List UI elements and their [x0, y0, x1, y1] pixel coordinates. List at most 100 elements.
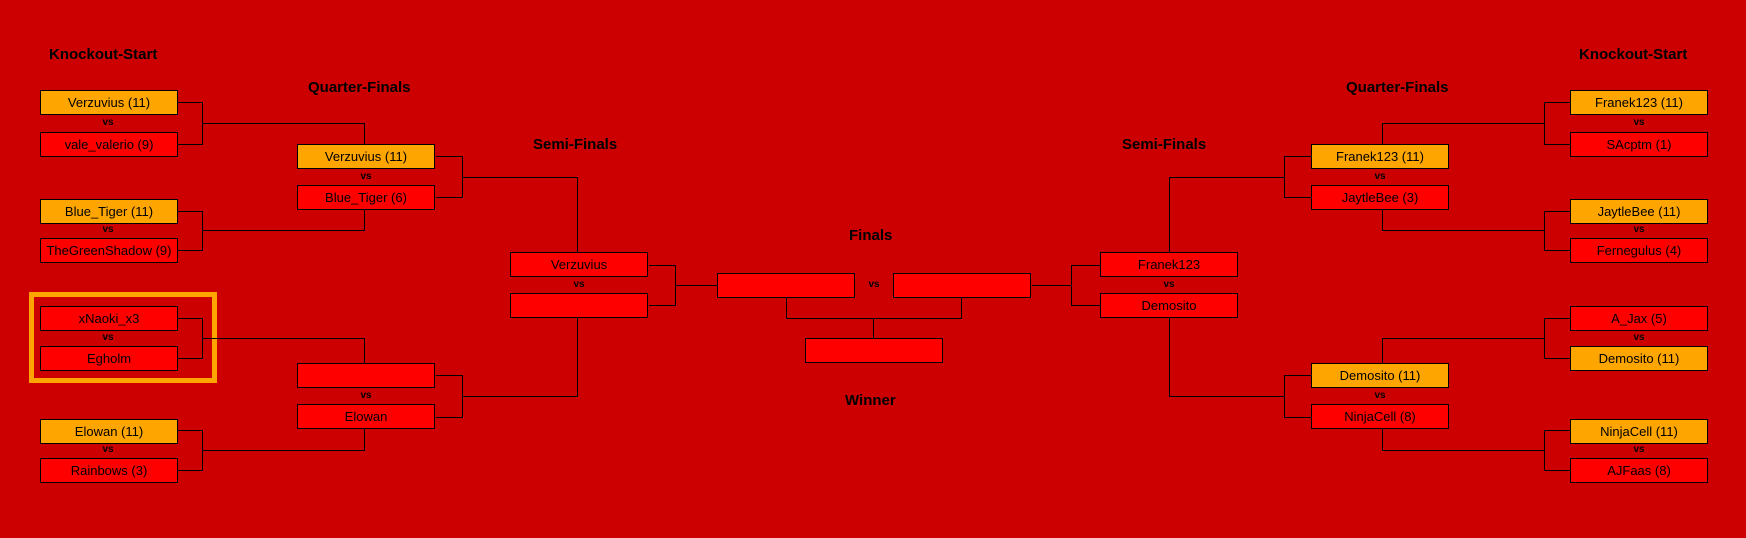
connector-line: [177, 470, 203, 471]
slot-qf-left-2[interactable]: Blue_Tiger (6): [297, 185, 435, 210]
connector-line: [577, 177, 578, 253]
connector-line: [873, 318, 874, 339]
slot-sf-right-2[interactable]: Demosito: [1100, 293, 1238, 318]
slot-final-right[interactable]: [893, 273, 1031, 298]
slot-ko-right-2[interactable]: SAcptm (1): [1570, 132, 1708, 157]
slot-label: xNaoki_x3: [78, 311, 140, 326]
connector-line: [1544, 358, 1570, 359]
slot-label: Blue_Tiger (6): [325, 190, 407, 205]
slot-ko-left-4[interactable]: TheGreenShadow (9): [40, 238, 178, 263]
connector-line: [1071, 265, 1072, 306]
connector-line: [1382, 123, 1383, 145]
slot-ko-left-2[interactable]: vale_valerio (9): [40, 132, 178, 157]
slot-qf-right-2[interactable]: JaytleBee (3): [1311, 185, 1449, 210]
slot-winner[interactable]: [805, 338, 943, 363]
heading-knockout-start-left: Knockout-Start: [49, 46, 158, 63]
connector-line: [786, 318, 962, 319]
connector-line: [1284, 375, 1285, 418]
slot-ko-left-6[interactable]: Egholm: [40, 346, 178, 371]
slot-sf-right-1[interactable]: Franek123: [1100, 252, 1238, 277]
connector-line: [364, 123, 365, 145]
slot-ko-right-7[interactable]: NinjaCell (11): [1570, 419, 1708, 444]
slot-ko-left-5[interactable]: xNaoki_x3: [40, 306, 178, 331]
connector-line: [577, 318, 578, 397]
connector-line: [1382, 429, 1383, 451]
vs-label: vs: [1633, 444, 1645, 455]
connector-line: [1544, 211, 1570, 212]
connector-line: [1382, 123, 1545, 124]
slot-label: Rainbows (3): [70, 463, 148, 478]
connector-line: [177, 102, 203, 103]
slot-label: Franek123 (11): [1336, 149, 1424, 164]
slot-ko-left-7[interactable]: Elowan (11): [40, 419, 178, 444]
connector-line: [1382, 450, 1545, 451]
heading-knockout-start-right: Knockout-Start: [1579, 46, 1688, 63]
vs-label: vs: [1633, 332, 1645, 343]
slot-ko-right-5[interactable]: A_Jax (5): [1570, 306, 1708, 331]
connector-line: [177, 318, 203, 319]
vs-label: vs: [360, 390, 372, 401]
connector-line: [436, 417, 463, 418]
slot-final-left[interactable]: [717, 273, 855, 298]
connector-line: [462, 396, 578, 397]
slot-label: Franek123 (11): [1595, 95, 1683, 110]
slot-label: Demosito: [1141, 298, 1197, 313]
slot-qf-left-3[interactable]: [297, 363, 435, 388]
connector-line: [177, 144, 203, 145]
heading-winner: Winner: [845, 392, 896, 409]
slot-ko-right-3[interactable]: JaytleBee (11): [1570, 199, 1708, 224]
connector-line: [177, 430, 203, 431]
connector-line: [1169, 396, 1285, 397]
connector-line: [1071, 305, 1100, 306]
connector-line: [1382, 338, 1383, 364]
connector-line: [1544, 211, 1545, 251]
slot-ko-left-3[interactable]: Blue_Tiger (11): [40, 199, 178, 224]
slot-qf-right-4[interactable]: NinjaCell (8): [1311, 404, 1449, 429]
slot-ko-right-8[interactable]: AJFaas (8): [1570, 458, 1708, 483]
slot-qf-right-3[interactable]: Demosito (11): [1311, 363, 1449, 388]
connector-line: [202, 450, 365, 451]
slot-sf-left-2[interactable]: [510, 293, 648, 318]
slot-ko-right-6[interactable]: Demosito (11): [1570, 346, 1708, 371]
slot-label: Elowan (11): [74, 424, 144, 439]
slot-label: Verzuvius: [550, 257, 608, 272]
connector-line: [1544, 318, 1570, 319]
vs-label: vs: [1374, 390, 1386, 401]
slot-label: JaytleBee (3): [1341, 190, 1419, 205]
slot-ko-left-8[interactable]: Rainbows (3): [40, 458, 178, 483]
vs-label: vs: [102, 332, 114, 343]
slot-qf-left-4[interactable]: Elowan: [297, 404, 435, 429]
slot-label: Verzuvius (11): [324, 149, 408, 164]
connector-line: [1169, 318, 1170, 397]
connector-line: [177, 250, 203, 251]
connector-line: [202, 211, 203, 251]
connector-line: [1382, 210, 1383, 231]
connector-line: [436, 197, 463, 198]
connector-line: [436, 375, 463, 376]
slot-qf-left-1[interactable]: Verzuvius (11): [297, 144, 435, 169]
connector-line: [1544, 144, 1570, 145]
connector-line: [649, 265, 676, 266]
connector-line: [1284, 156, 1285, 198]
connector-line: [202, 230, 365, 231]
connector-line: [436, 156, 463, 157]
slot-ko-right-1[interactable]: Franek123 (11): [1570, 90, 1708, 115]
slot-label: vale_valerio (9): [64, 137, 154, 152]
slot-qf-right-1[interactable]: Franek123 (11): [1311, 144, 1449, 169]
slot-label: Verzuvius (11): [67, 95, 151, 110]
connector-line: [1284, 417, 1311, 418]
slot-label: Egholm: [86, 351, 132, 366]
connector-line: [1544, 318, 1545, 359]
slot-ko-left-1[interactable]: Verzuvius (11): [40, 90, 178, 115]
slot-label: Demosito (11): [1598, 351, 1680, 366]
slot-label: Demosito (11): [1339, 368, 1421, 383]
vs-label: vs: [360, 171, 372, 182]
slot-sf-left-1[interactable]: Verzuvius: [510, 252, 648, 277]
slot-label: SAcptm (1): [1606, 137, 1672, 152]
vs-label: vs: [1633, 117, 1645, 128]
slot-ko-right-4[interactable]: Fernegulus (4): [1570, 238, 1708, 263]
heading-quarter-finals-left: Quarter-Finals: [308, 79, 411, 96]
connector-line: [1382, 230, 1545, 231]
slot-label: AJFaas (8): [1607, 463, 1671, 478]
